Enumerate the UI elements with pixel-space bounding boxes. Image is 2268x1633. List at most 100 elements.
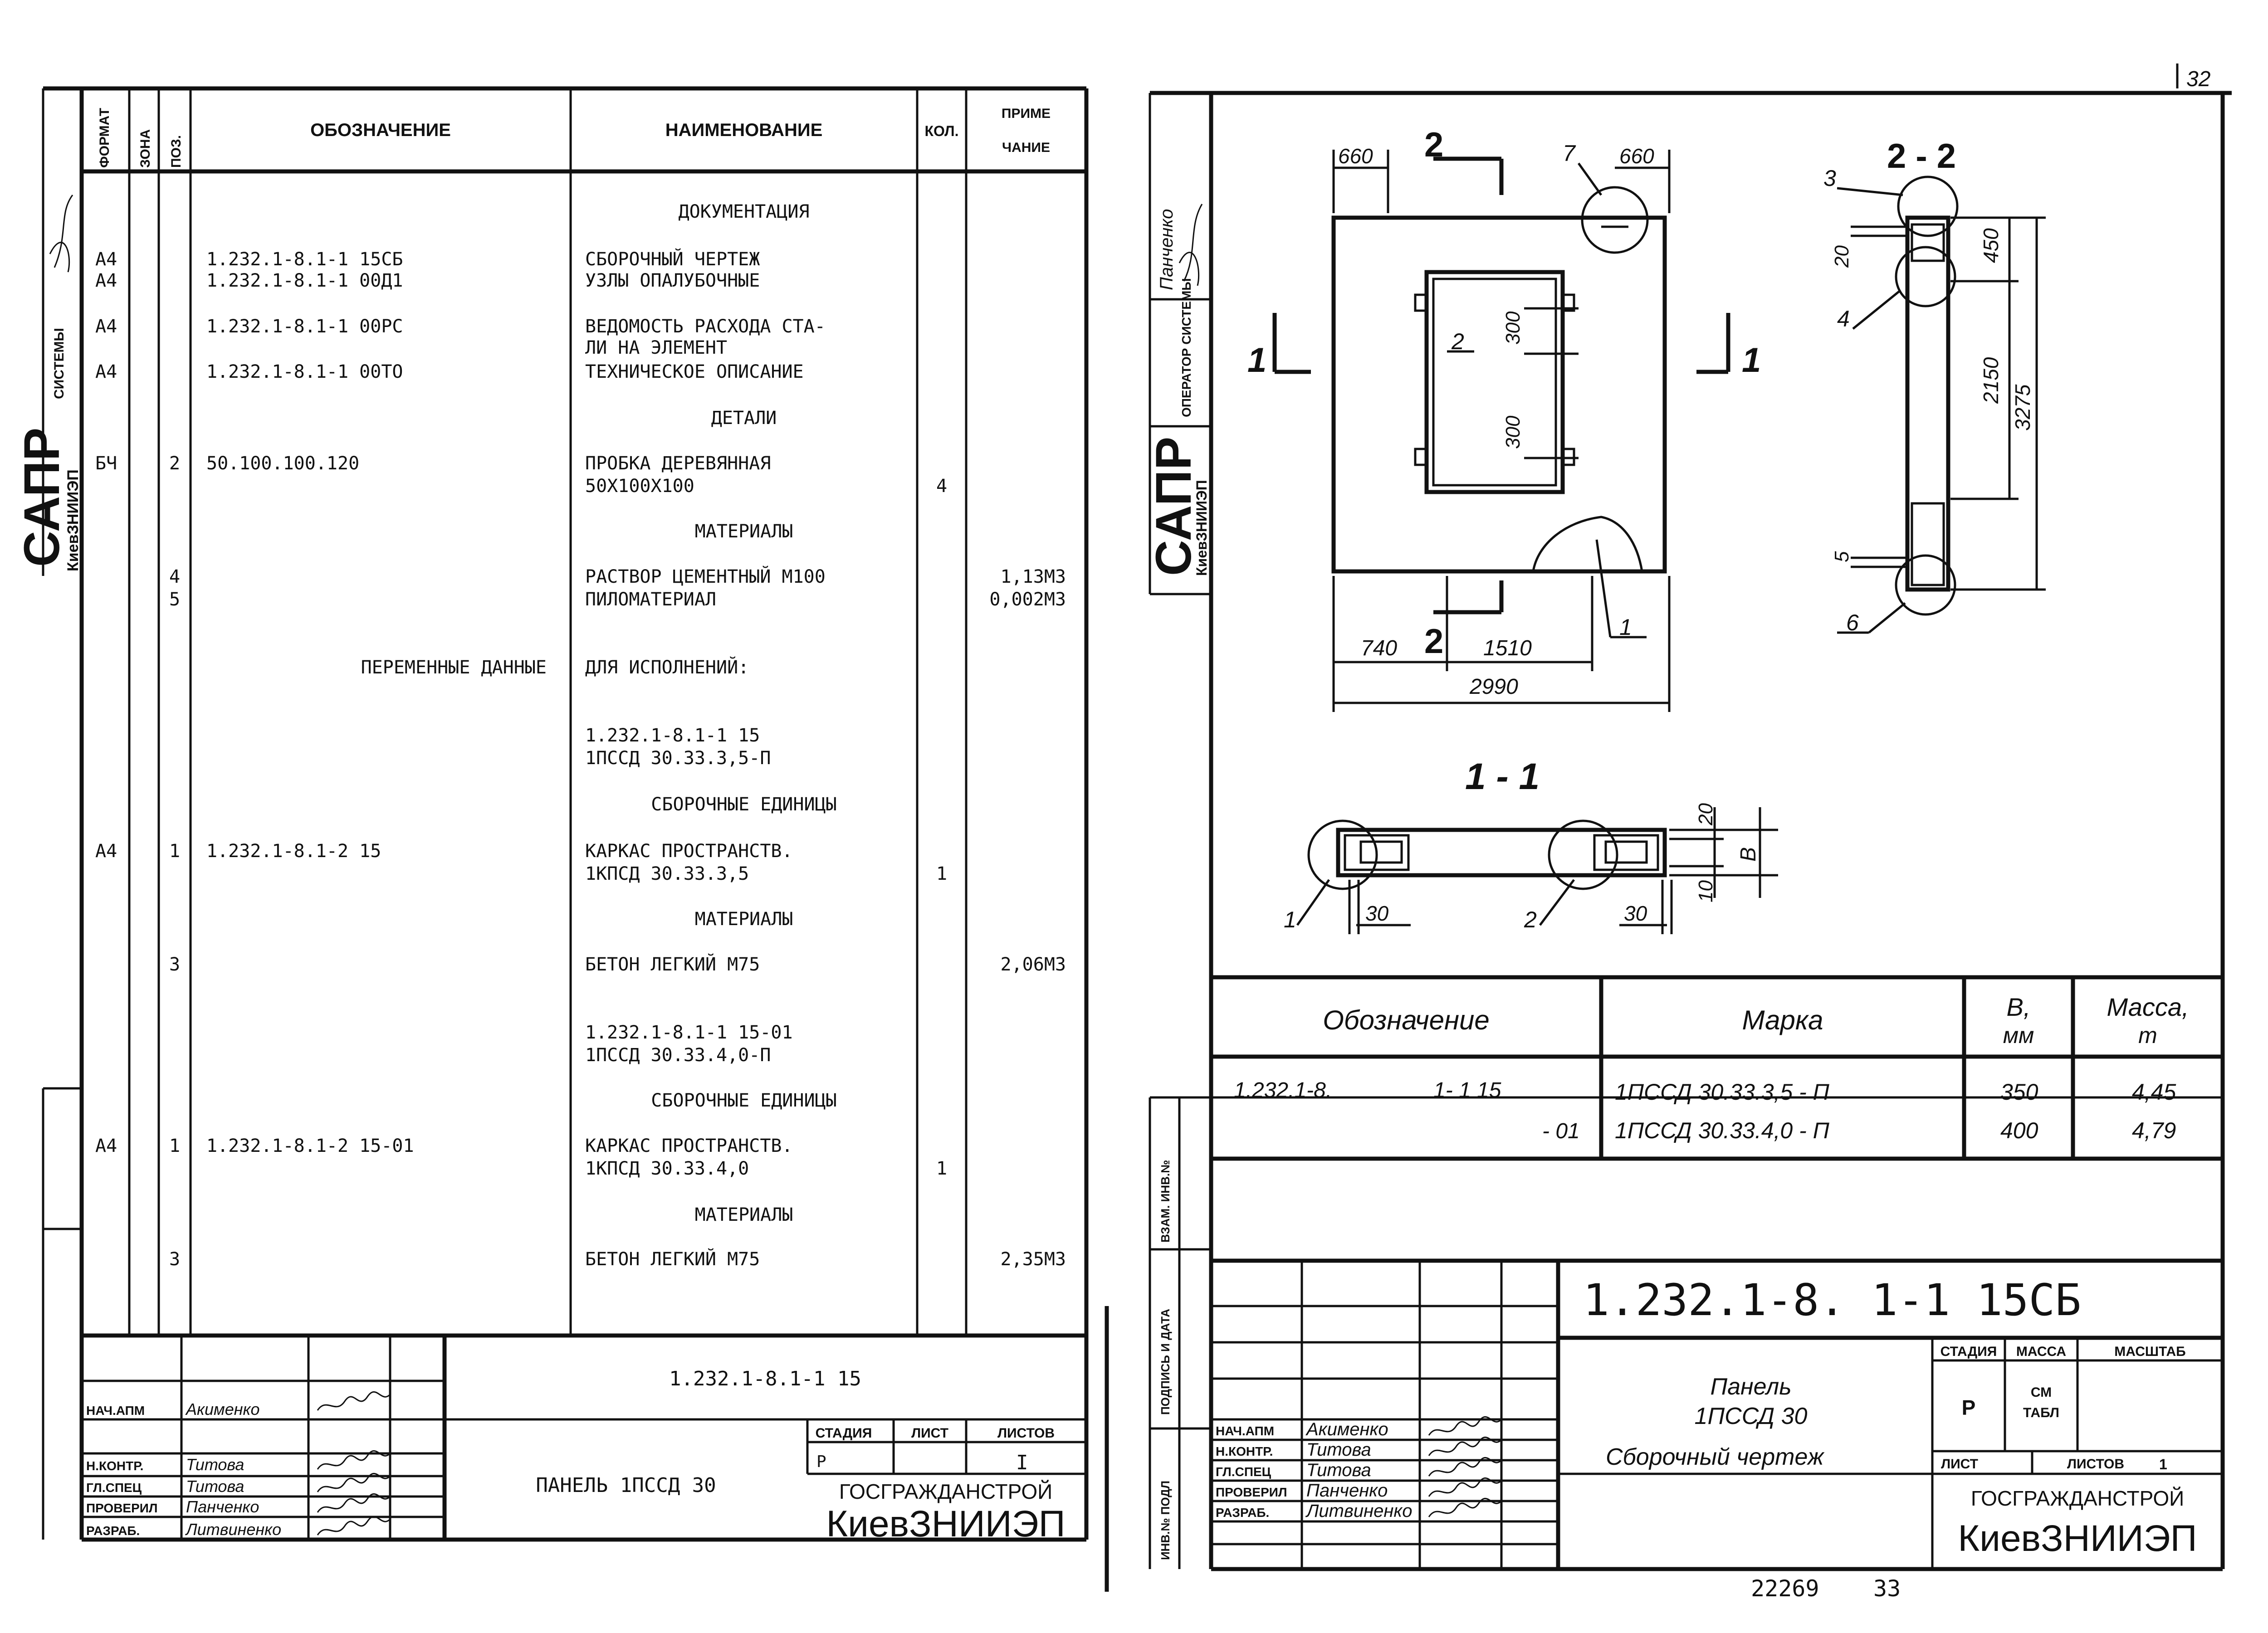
cell-designation: 50.100.100.120 xyxy=(206,453,359,474)
cell-format: А4 xyxy=(95,249,117,270)
right-stamp-scale-label: МАСШТАБ xyxy=(2114,1344,2185,1359)
section11-title: 1 - 1 xyxy=(1465,756,1540,797)
right-stamp-code: 1.232.1-8. 1-1 15СБ xyxy=(1583,1275,2081,1326)
cell-pos: 1 xyxy=(169,1136,180,1156)
cell-qty: 1 xyxy=(936,863,947,884)
right-title-block: 1.232.1-8. 1-1 15СБ Панель 1ПССД 30 Сбор… xyxy=(1211,1258,2223,1569)
cell-pos: 2 xyxy=(169,453,180,474)
stamp-name: Литвиненко xyxy=(185,1520,281,1539)
header-designation: ОБОЗНАЧЕНИЕ xyxy=(310,120,451,140)
section-2-2: 2 - 2 450 2150 3275 20 5 3 4 xyxy=(1823,137,2046,635)
dim-b-11: В xyxy=(1736,847,1760,862)
cell-name: БЕТОН ЛЕГКИЙ М75 xyxy=(585,1248,760,1270)
right-stamp-title1: Панель xyxy=(1710,1374,1791,1400)
section-mark-2-bottom: 2 xyxy=(1424,622,1443,661)
stamp-role: ПРОВЕРИЛ xyxy=(86,1501,158,1515)
cell-designation: 1.232.1-8.1-1 00Д1 xyxy=(206,270,403,291)
left-stamp-stage-label: СТАДИЯ xyxy=(816,1426,872,1441)
left-stamp-stage: Р xyxy=(816,1453,826,1471)
cell-note: 1,13М3 xyxy=(1001,566,1066,587)
variants-header-b1: В, xyxy=(2007,993,2031,1021)
page-number: 32 xyxy=(2186,67,2210,91)
cell-name: МАТЕРИАЛЫ xyxy=(695,909,793,930)
signature-icon xyxy=(317,1450,391,1470)
header-format: ФОРМАТ xyxy=(97,108,112,168)
cell-name: 50Х100Х100 xyxy=(585,476,694,497)
signature-icon xyxy=(317,1493,391,1513)
header-name: НАИМЕНОВАНИЕ xyxy=(665,120,823,140)
cell-designation: 1.232.1-8.1-1 15СБ xyxy=(206,249,403,270)
cell-pos: 4 xyxy=(169,566,180,587)
cell-name: ВЕДОМОСТЬ РАСХОДА СТА- xyxy=(585,316,826,337)
cell-name: МАТЕРИАЛЫ xyxy=(695,1204,793,1225)
stamp-name: Панченко xyxy=(186,1497,259,1516)
cell-name: СБОРОЧНЫЙ ЧЕРТЕЖ xyxy=(585,248,760,270)
stamp-name: Титова xyxy=(1306,1460,1371,1480)
cell-designation: 1.232.1-8.1-2 15 xyxy=(206,841,381,862)
stamp-role: НАЧ.АПМ xyxy=(86,1404,145,1418)
cell-pos: 5 xyxy=(169,589,180,610)
right-side-operator: ОПЕРАТОР СИСТЕМЫ xyxy=(1179,278,1193,417)
callout-7: 7 xyxy=(1563,141,1576,166)
cell-pos: 3 xyxy=(169,954,180,975)
variant-row2-mass: 4,79 xyxy=(2132,1118,2176,1143)
signature-icon xyxy=(1428,1457,1502,1477)
section-mark-1-left: 1 xyxy=(1247,341,1266,380)
callout-1-section: 1 xyxy=(1284,907,1296,932)
callout-2-plan: 2 xyxy=(1451,329,1464,354)
variants-header-mark: Марка xyxy=(1742,1005,1823,1035)
cell-designation: 1.232.1-8.1-1 00РС xyxy=(206,316,403,337)
stamp-role: Н.КОНТР. xyxy=(1216,1444,1273,1458)
cell-name: РАСТВОР ЦЕМЕНТНЫЙ М100 xyxy=(585,565,826,587)
table-row: ДЕТАЛИ xyxy=(711,408,777,429)
stamp-name: Панченко xyxy=(1306,1481,1388,1501)
right-sheet: 32 Панченко ОПЕРАТОР СИСТЕМЫ САПР КиевЗН… xyxy=(1146,63,2232,1602)
variants-table: Обозначение Марка В, мм Масса, т 1.232.1… xyxy=(1211,975,2223,1161)
cell-name: КАРКАС ПРОСТРАНСТВ. xyxy=(585,1136,793,1156)
signature-icon xyxy=(1428,1436,1502,1456)
dim-450: 450 xyxy=(1979,228,2003,263)
table-row: ЛИ НА ЭЛЕМЕНТ xyxy=(585,337,727,358)
left-stamp-org2: КиевЗНИИЭП xyxy=(826,1503,1065,1545)
header-note-1: ПРИМЕ xyxy=(1002,106,1051,121)
stamp-role: РАЗРАБ. xyxy=(1216,1506,1269,1520)
cell-name: 1ПССД 30.33.4,0-П xyxy=(585,1045,771,1066)
stamp-name: Акименко xyxy=(185,1400,260,1419)
right-stamp-mass-label: МАССА xyxy=(2016,1344,2066,1359)
header-pos: ПОЗ. xyxy=(169,135,184,168)
table-row: 1.232.1-8.1-1 15 xyxy=(585,725,760,746)
right-stamp-title3: Сборочный чертеж xyxy=(1606,1444,1825,1470)
dim-300-bottom: 300 xyxy=(1502,415,1524,449)
dim-660-right: 660 xyxy=(1619,144,1654,168)
stamp-name: Титова xyxy=(1306,1440,1371,1460)
cell-note: 2,06М3 xyxy=(1001,954,1066,975)
cell-note: 2,35М3 xyxy=(1001,1249,1066,1270)
signature-icon xyxy=(1428,1477,1502,1497)
variant-row1-des-a: 1.232.1-8. xyxy=(1234,1078,1332,1102)
header-qty: КОЛ. xyxy=(925,123,959,139)
right-stamp-stage: Р xyxy=(1962,1396,1976,1419)
table-row: СБОРОЧНЫЕ ЕДИНИЦЫ xyxy=(651,794,836,815)
callout-6: 6 xyxy=(1846,610,1859,635)
section-mark-2-top: 2 xyxy=(1424,126,1443,164)
variant-row2-des-b: - 01 xyxy=(1542,1119,1580,1143)
dim-2150: 2150 xyxy=(1979,357,2003,404)
table-row: МАТЕРИАЛЫ xyxy=(695,909,793,930)
callout-1-plan: 1 xyxy=(1619,614,1632,640)
dim-20-22: 20 xyxy=(1831,245,1853,268)
cell-name: 1ПССД 30.33.3,5-П xyxy=(585,748,771,769)
right-stamp-mass-val1: СМ xyxy=(2031,1385,2052,1400)
right-side-person: Панченко xyxy=(1157,209,1177,290)
section22-title: 2 - 2 xyxy=(1887,137,1956,175)
cell-format: А4 xyxy=(95,316,117,337)
signature-icon xyxy=(317,1391,391,1411)
dim-3275: 3275 xyxy=(2011,384,2034,431)
dim-30-left: 30 xyxy=(1365,902,1389,925)
